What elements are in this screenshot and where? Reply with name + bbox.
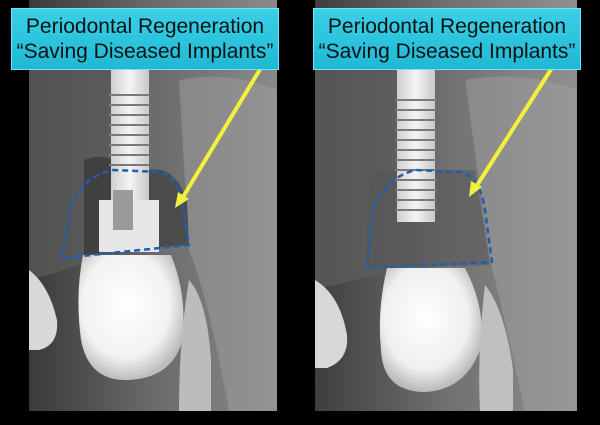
caption-after-line2: “Saving Diseased Implants”	[318, 40, 576, 63]
defect-outline-after	[365, 168, 494, 270]
caption-before-line2: “Saving Diseased Implants”	[16, 40, 274, 63]
caption-after: Periodontal Regeneration “Saving Disease…	[313, 8, 581, 70]
caption-before-line1: Periodontal Regeneration	[25, 15, 265, 38]
arrow-before	[178, 64, 264, 204]
xray-after-panel	[315, 0, 577, 411]
xray-after-image	[315, 0, 577, 411]
caption-after-line1: Periodontal Regeneration	[327, 15, 567, 38]
caption-before: Periodontal Regeneration “Saving Disease…	[11, 8, 279, 70]
arrow-after	[472, 58, 559, 192]
